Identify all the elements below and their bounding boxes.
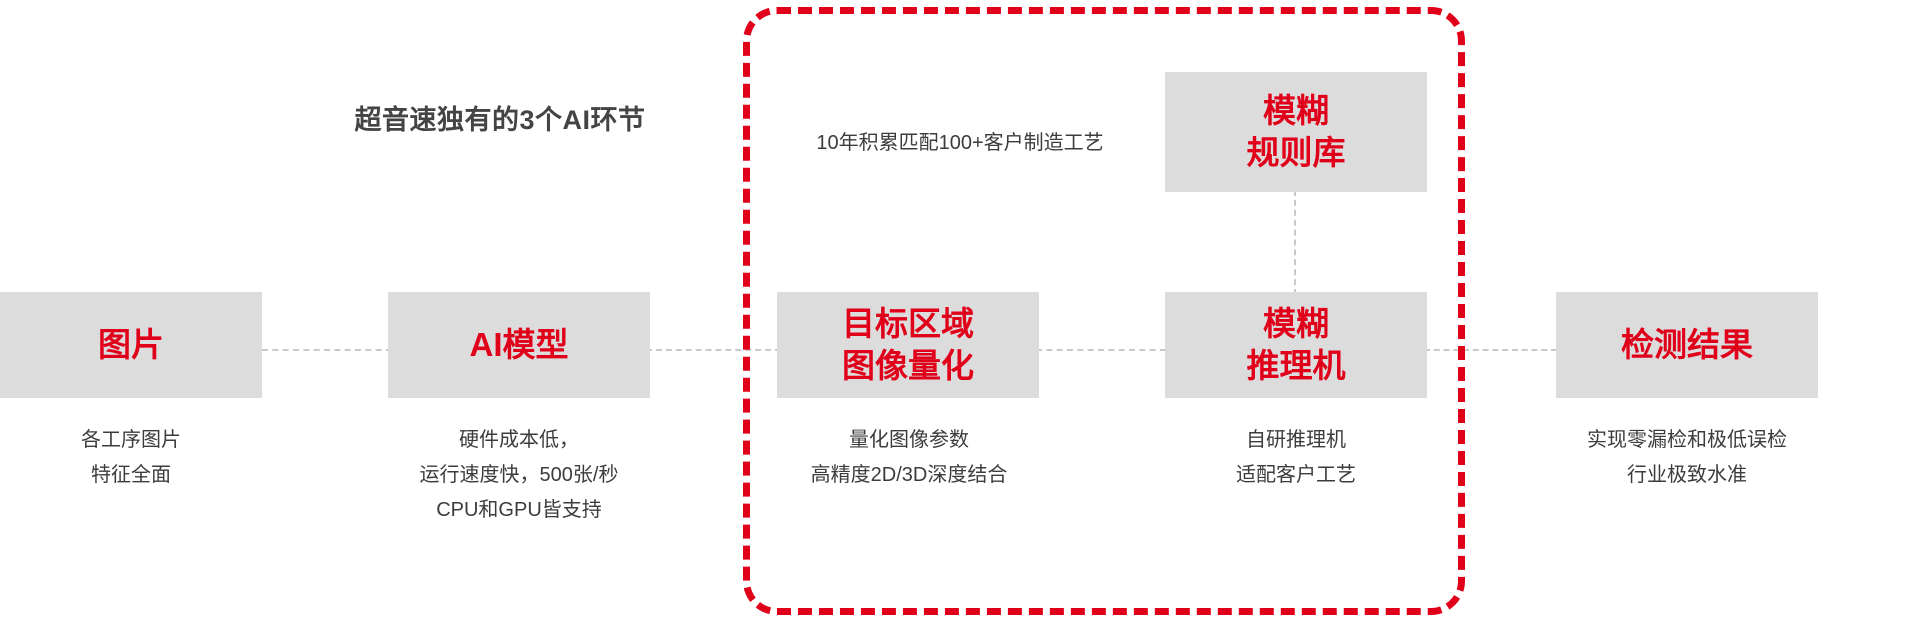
caption-image: 各工序图片 特征全面 (81, 429, 181, 486)
connector-model-to-quant (646, 349, 781, 351)
node-fuzzy-inference-engine[interactable]: 模糊 推理机 (1165, 292, 1427, 398)
node-image[interactable]: 图片 (0, 292, 262, 398)
caption-detection-result: 实现零漏检和极低误检 行业极致水准 (1587, 429, 1787, 486)
node-image-label: 图片 (98, 325, 164, 363)
node-ai-model[interactable]: AI模型 (388, 292, 650, 398)
ai-stages-highlight-frame (743, 7, 1465, 615)
connector-image-to-model (262, 349, 392, 351)
caption-fuzzy-inference-engine: 自研推理机 适配客户工艺 (1236, 429, 1356, 486)
node-detection-result[interactable]: 检测结果 (1556, 292, 1818, 398)
rule-base-annotation: 10年积累匹配100+客户制造工艺 (816, 132, 1104, 154)
node-fuzzy-rule-base-label: 模糊 规则库 (1246, 91, 1346, 171)
node-target-region-quantization-label: 目标区域 图像量化 (842, 304, 974, 384)
node-fuzzy-inference-engine-label: 模糊 推理机 (1246, 304, 1346, 384)
node-ai-model-label: AI模型 (469, 325, 569, 363)
caption-target-region-quantization: 量化图像参数 高精度2D/3D深度结合 (810, 429, 1008, 486)
caption-ai-model: 硬件成本低， 运行速度快，500张/秒 CPU和GPU皆支持 (419, 429, 619, 521)
connector-inference-to-result (1424, 349, 1557, 351)
connector-rulebase-to-inference (1294, 190, 1296, 295)
node-fuzzy-rule-base[interactable]: 模糊 规则库 (1165, 72, 1427, 192)
section-title: 超音速独有的3个AI环节 (354, 105, 646, 135)
connector-quant-to-inference (1036, 349, 1166, 351)
node-target-region-quantization[interactable]: 目标区域 图像量化 (777, 292, 1039, 398)
node-detection-result-label: 检测结果 (1621, 325, 1753, 363)
